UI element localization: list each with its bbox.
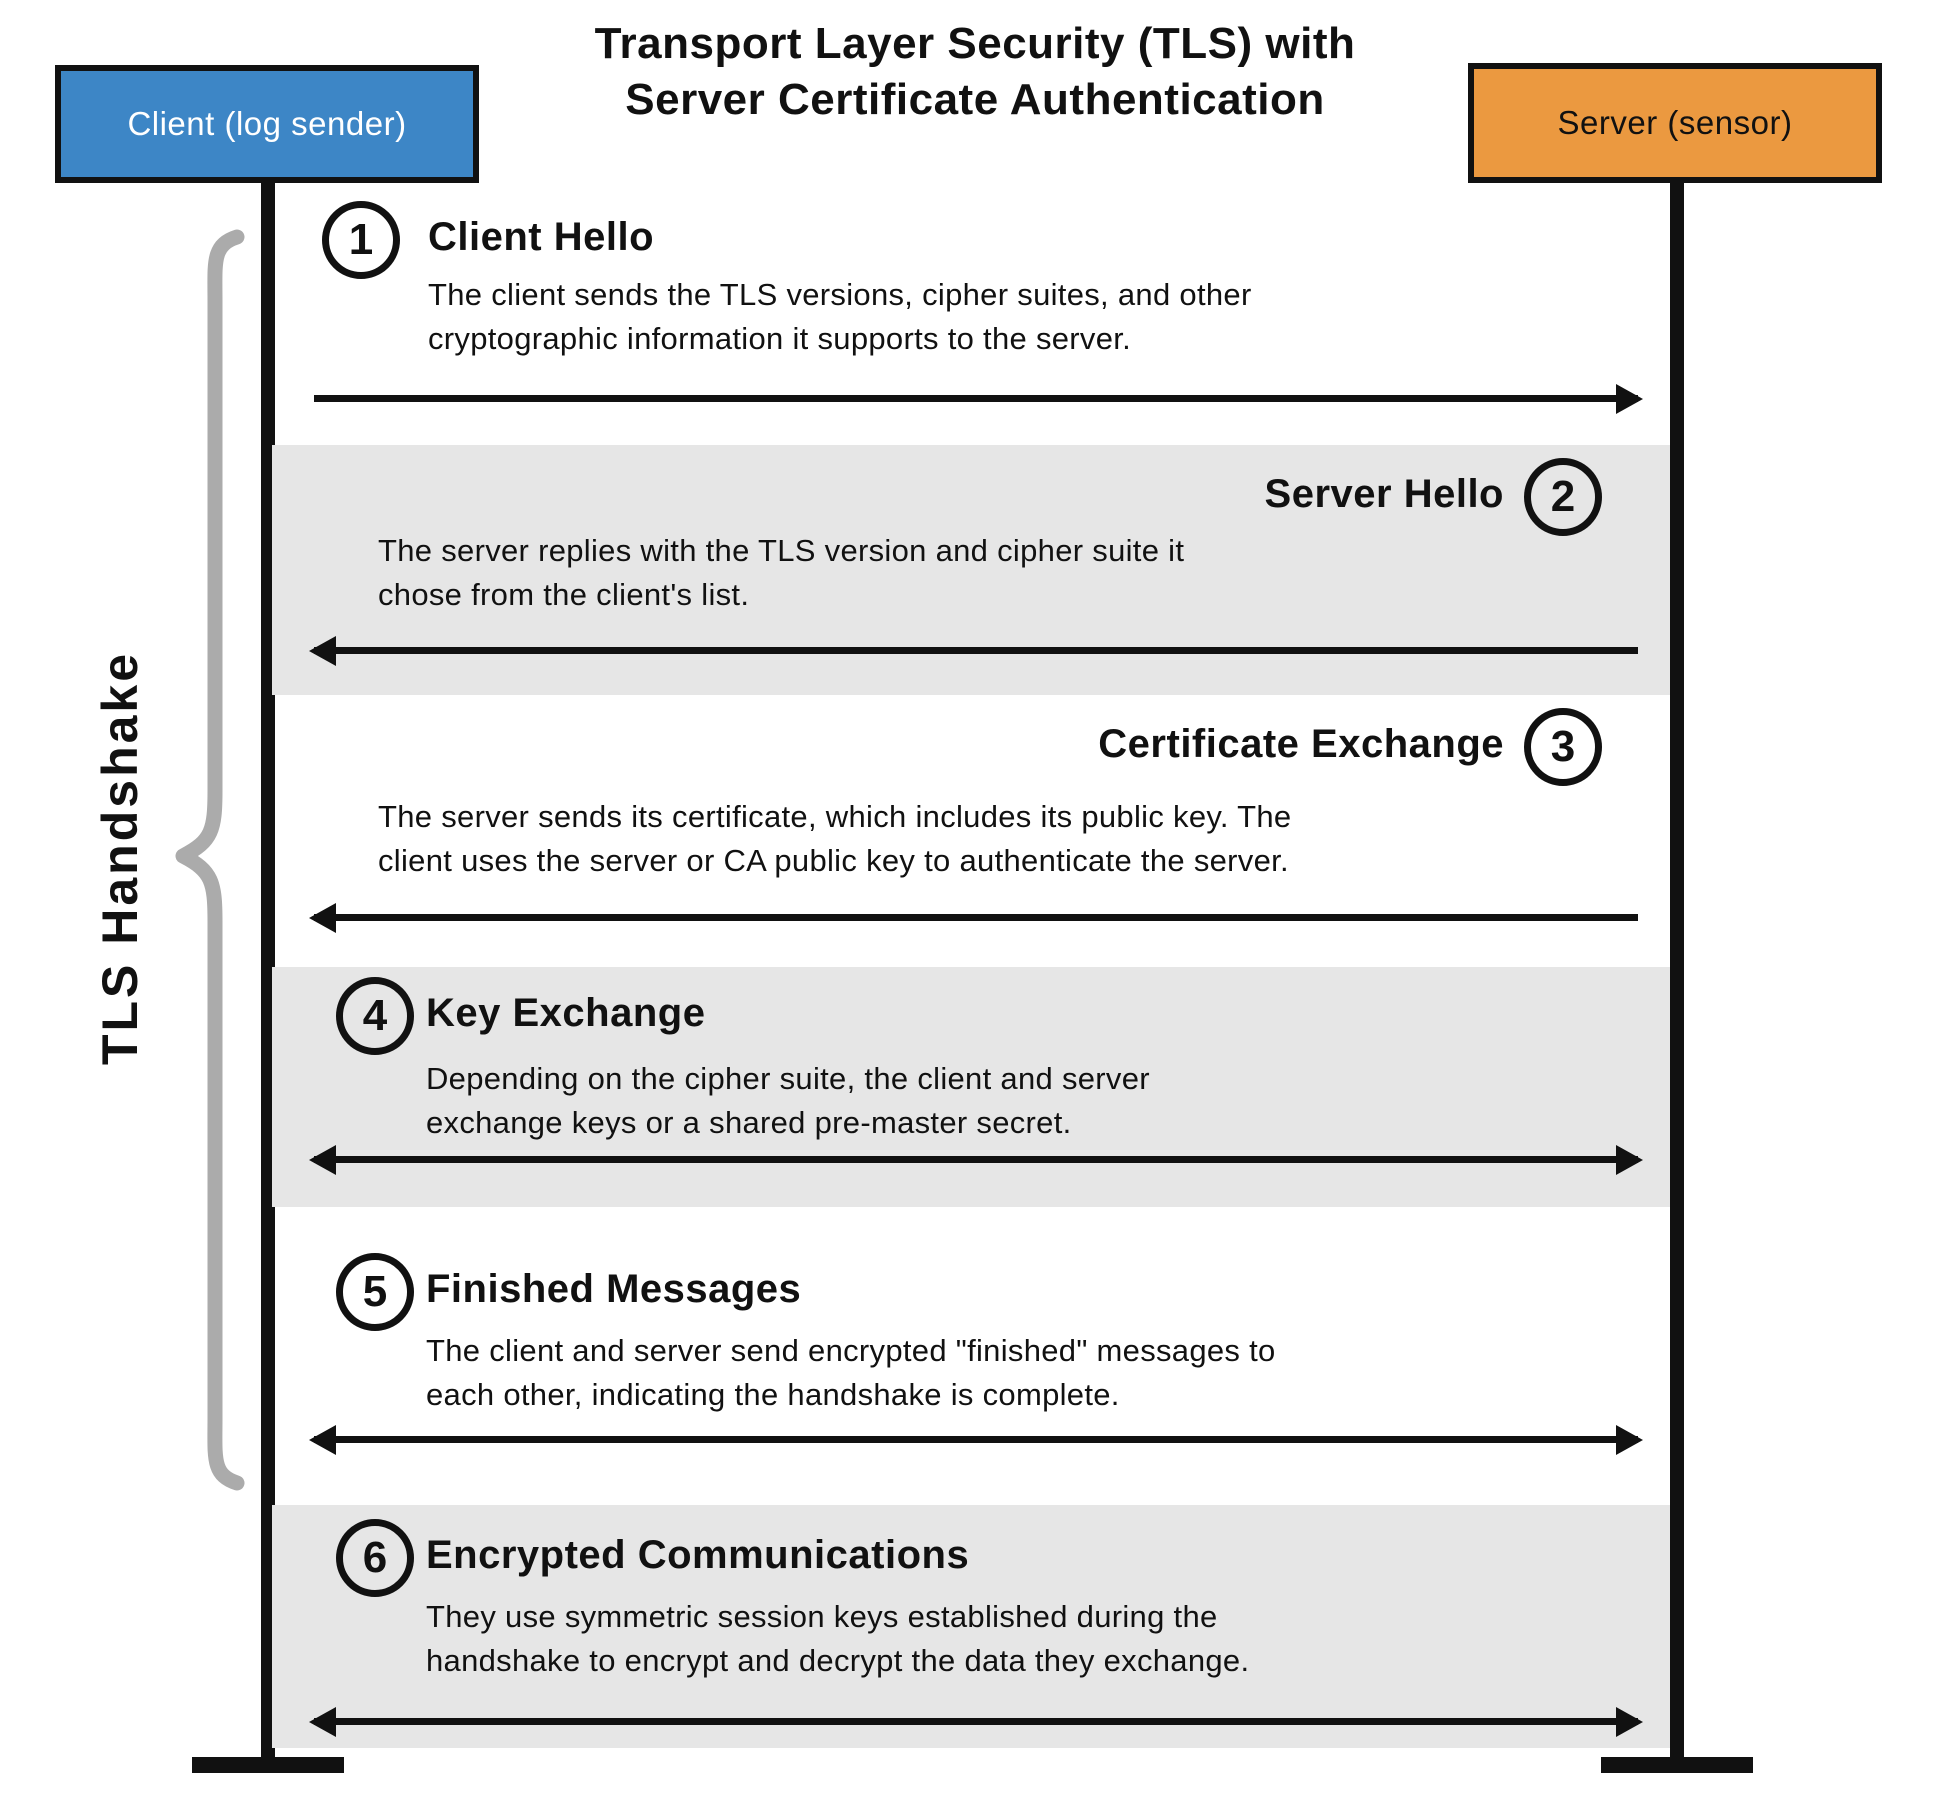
client-actor-box: Client (log sender) [55,65,479,183]
step-description: Depending on the cipher suite, the clien… [426,1061,1150,1140]
step-title: Client Hello [428,215,655,259]
step-description: The server replies with the TLS version … [378,533,1185,612]
server-lifeline [1670,183,1684,1773]
server-actor-label: Server (sensor) [1557,104,1793,141]
client-actor-label: Client (log sender) [127,105,407,142]
step-number-badge: 2 [1524,458,1602,536]
server-lifeline-foot [1601,1757,1753,1773]
message-arrow-bidirectional-icon [314,1156,1638,1163]
step-client-hello: 1 Client Hello The client sends the TLS … [272,185,1670,445]
step-description: They use symmetric session keys establis… [426,1599,1250,1678]
page-title: Transport Layer Security (TLS) with Serv… [0,16,1950,128]
client-lifeline [261,183,275,1773]
server-actor-box: Server (sensor) [1468,63,1882,183]
step-finished-messages: 5 Finished Messages The client and serve… [272,1207,1670,1505]
step-number-badge: 4 [336,977,414,1055]
brace-label: TLS Handshake [92,650,148,1066]
step-number: 4 [362,991,388,1040]
message-arrow-bidirectional-icon [314,1436,1638,1443]
message-arrow-left-icon [314,914,1638,921]
step-title: Server Hello [1264,472,1504,516]
client-lifeline-foot [192,1757,344,1773]
step-number-badge: 6 [336,1519,414,1597]
step-number: 5 [362,1267,388,1316]
message-arrow-bidirectional-icon [314,1718,1638,1725]
step-certificate-exchange: 3 Certificate Exchange The server sends … [272,695,1670,967]
step-title: Encrypted Communications [426,1533,970,1577]
step-title: Key Exchange [426,991,706,1035]
step-number: 2 [1550,472,1576,521]
step-number-badge: 1 [322,201,400,279]
step-number: 1 [348,215,374,264]
curly-brace-icon [175,229,245,1491]
step-title: Finished Messages [426,1267,802,1311]
step-number: 6 [362,1533,388,1582]
step-number-badge: 3 [1524,708,1602,786]
page-title-line1: Transport Layer Security (TLS) with [594,19,1356,68]
message-arrow-left-icon [314,647,1638,654]
step-server-hello: 2 Server Hello The server replies with t… [272,445,1670,695]
page-title-line2: Server Certificate Authentication [625,75,1325,124]
message-arrow-right-icon [314,395,1638,402]
step-description: The server sends its certificate, which … [378,799,1292,878]
step-description: The client sends the TLS versions, ciphe… [428,277,1252,356]
step-number: 3 [1550,722,1576,771]
step-key-exchange: 4 Key Exchange Depending on the cipher s… [272,967,1670,1207]
step-title: Certificate Exchange [1098,722,1504,766]
step-encrypted-communications: 6 Encrypted Communications They use symm… [272,1505,1670,1748]
step-number-badge: 5 [336,1253,414,1331]
step-description: The client and server send encrypted "fi… [426,1333,1276,1412]
